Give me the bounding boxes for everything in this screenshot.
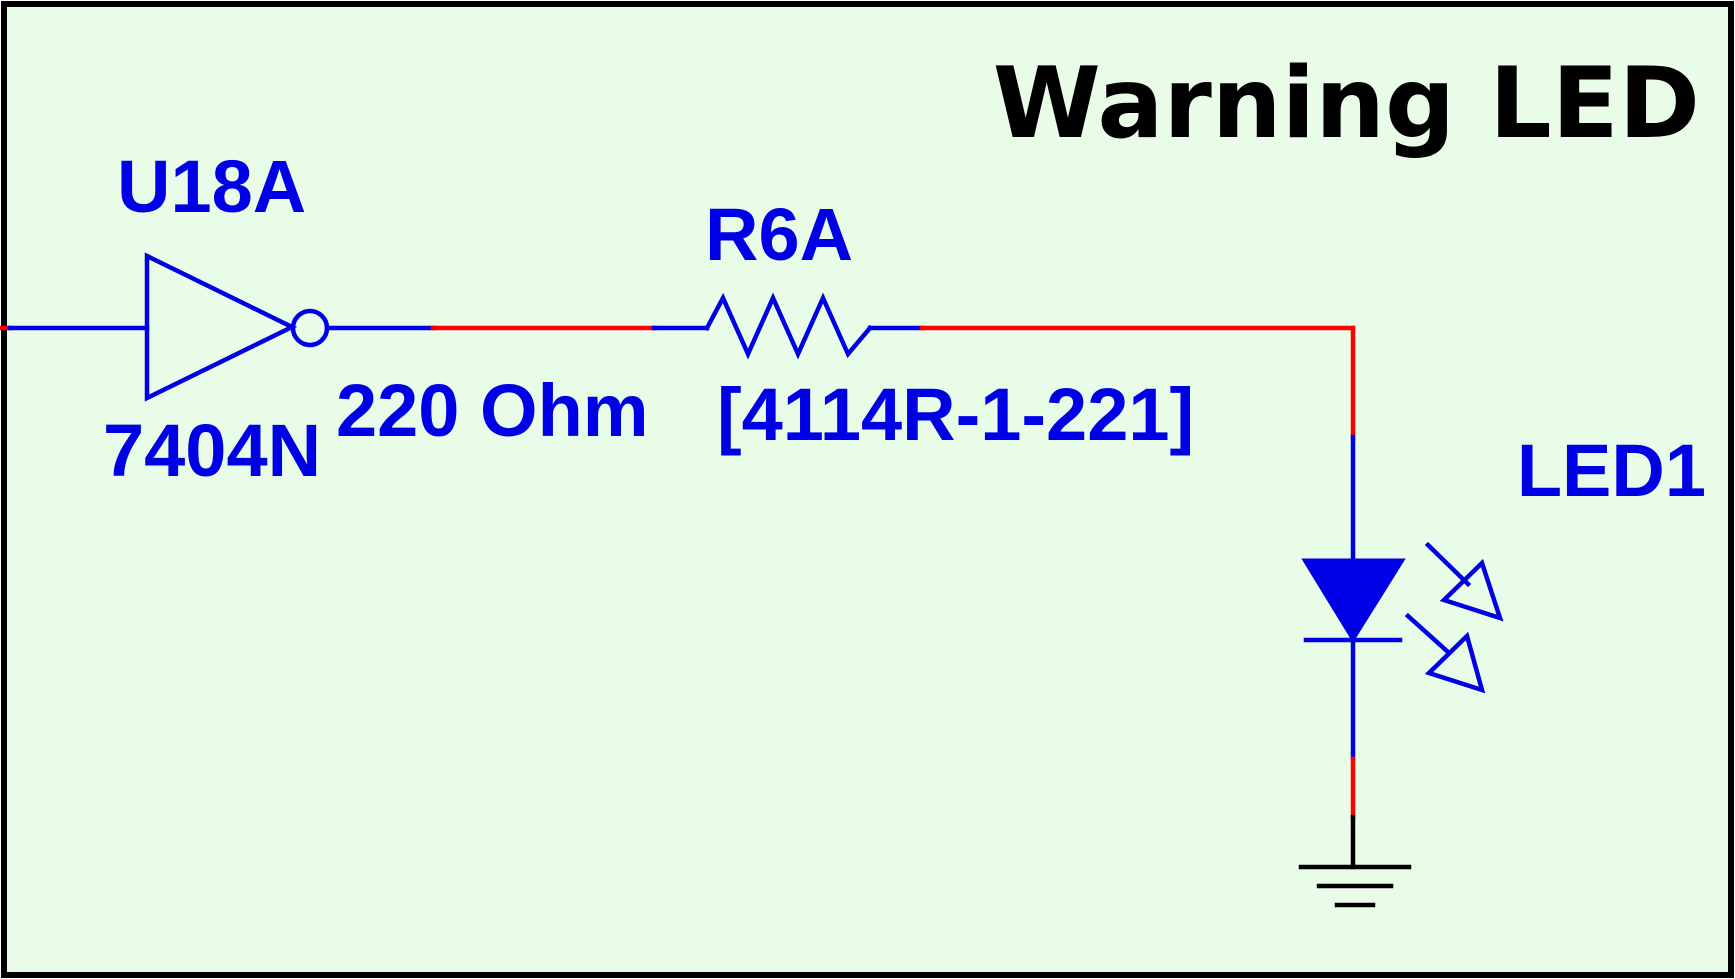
resistor-r6a: [703, 292, 874, 360]
wire-resistor-to-led: [867, 325, 1356, 563]
led-emission-arrows: [1404, 541, 1504, 694]
resistor-ref-label: R6A: [705, 193, 853, 276]
led-emission-arrowhead-2: [1424, 631, 1486, 694]
led-ref-label: LED1: [1517, 429, 1706, 512]
schematic-title: Warning LED: [993, 47, 1700, 161]
inverter-ref-label: U18A: [117, 145, 306, 228]
resistor-value-label: 220 Ohm: [336, 369, 649, 452]
ground-symbol: [1298, 864, 1412, 908]
resistor-part-number-label: [4114R-1-221]: [717, 373, 1194, 456]
led-triangle: [1301, 558, 1406, 643]
led-emission-arrowhead-1: [1439, 558, 1504, 622]
inverter-triangle: [144, 252, 298, 402]
inverter-part-label: 7404N: [103, 409, 321, 492]
